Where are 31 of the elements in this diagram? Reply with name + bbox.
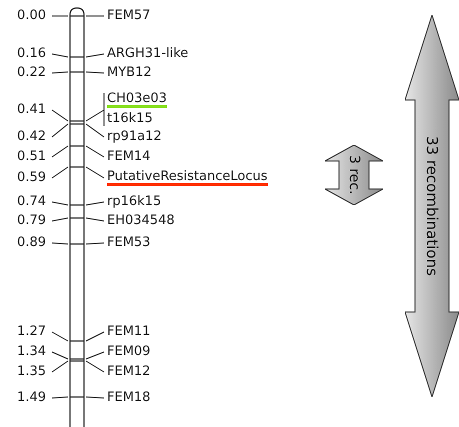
position-value: 0.89 <box>16 235 46 250</box>
position-value: 0.41 <box>16 102 46 117</box>
marker-name: rp91a12 <box>107 129 162 144</box>
marker-name: FEM18 <box>107 390 150 405</box>
marker-name: EH034548 <box>107 213 175 228</box>
position-value: 0.00 <box>16 8 46 23</box>
position-value: 0.22 <box>16 65 46 80</box>
marker-name: PutativeResistanceLocus <box>107 170 268 186</box>
marker-name: FEM09 <box>107 344 150 359</box>
marker-name: ARGH31-like <box>107 46 188 61</box>
marker-name: t16k15 <box>107 111 153 126</box>
marker-name: FEM57 <box>107 8 150 23</box>
position-value: 1.27 <box>16 324 46 339</box>
position-value: 0.42 <box>16 129 46 144</box>
arrow-label: 33 recombinations <box>423 136 441 276</box>
marker-name: CH03e03 <box>107 92 167 108</box>
marker-name: MYB12 <box>107 65 152 80</box>
position-value: 0.51 <box>16 149 46 164</box>
position-value: 0.79 <box>16 213 46 228</box>
position-value: 1.35 <box>16 364 46 379</box>
marker-name: FEM11 <box>107 324 150 339</box>
marker-name: FEM12 <box>107 364 150 379</box>
marker-name: FEM53 <box>107 235 150 250</box>
position-value: 1.34 <box>16 344 46 359</box>
position-value: 0.16 <box>16 46 46 61</box>
position-value: 0.74 <box>16 194 46 209</box>
arrow-label: 3 rec. <box>346 155 362 195</box>
marker-name: FEM14 <box>107 149 150 164</box>
position-value: 0.59 <box>16 170 46 185</box>
marker-name: rp16k15 <box>107 194 162 209</box>
position-value: 1.49 <box>16 390 46 405</box>
